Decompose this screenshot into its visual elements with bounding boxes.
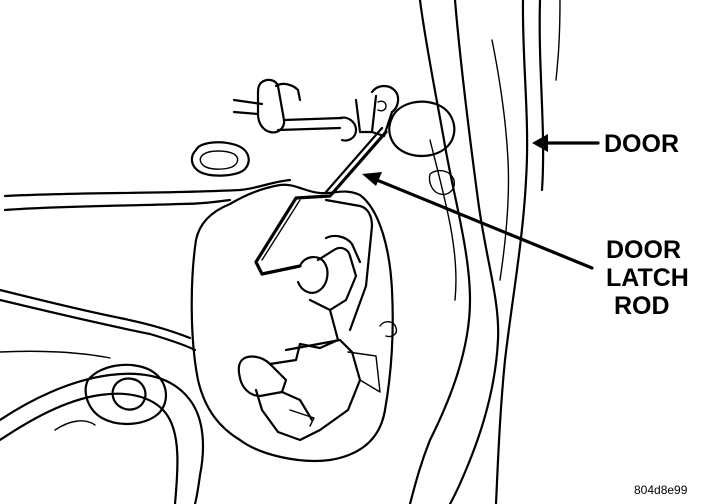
- door-callout: DOOR: [532, 130, 679, 158]
- door-inner-panel: [408, 0, 500, 504]
- door-latch-rod-callout: DOOR LATCH ROD: [362, 172, 689, 320]
- latch-rod-label-line3: ROD: [614, 292, 670, 320]
- door-arrowhead: [532, 134, 548, 152]
- upper-oval-hole: [190, 141, 250, 177]
- latch-rod-label-line1: DOOR: [606, 236, 681, 264]
- door-latch-rod: [254, 126, 388, 332]
- latch-rod-label-line2: LATCH: [606, 264, 689, 292]
- figure-code: 804d8e99: [634, 483, 688, 497]
- latch-access-opening: [190, 183, 394, 462]
- latch-rod-arrowhead: [362, 172, 382, 186]
- lock-bracket: [232, 78, 400, 142]
- door-label: DOOR: [604, 130, 679, 158]
- round-boss: [388, 100, 456, 196]
- lower-trim-panel: [0, 363, 205, 504]
- body-seam-lines: [0, 178, 292, 359]
- latch-mechanism: [237, 234, 398, 442]
- door-outer-edge: [491, 0, 561, 504]
